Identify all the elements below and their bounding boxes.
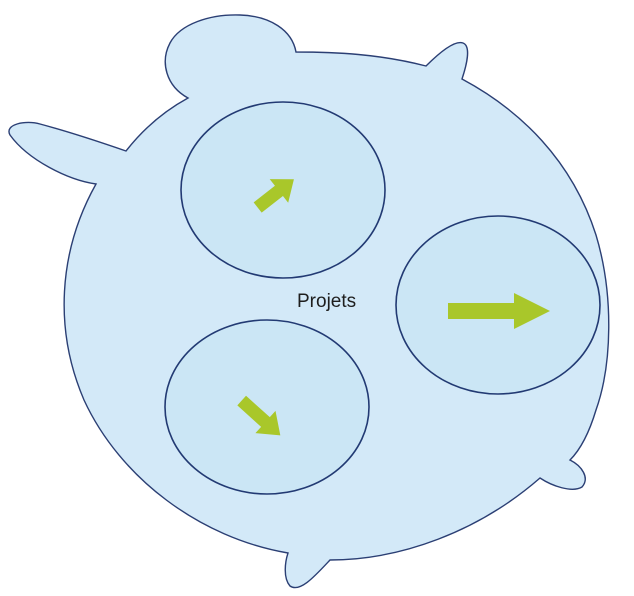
project-circle-bottom-left-shape [164,319,370,495]
arrow-up-right-icon [253,179,294,213]
center-label: Projets [297,291,356,312]
project-circle-right [395,215,601,395]
project-circle-bottom-left [164,319,370,495]
arrow-down-right-icon [237,395,281,436]
project-circle-top-left [180,101,386,279]
organisation-blob [8,14,610,589]
arrow-right-icon [448,293,550,329]
